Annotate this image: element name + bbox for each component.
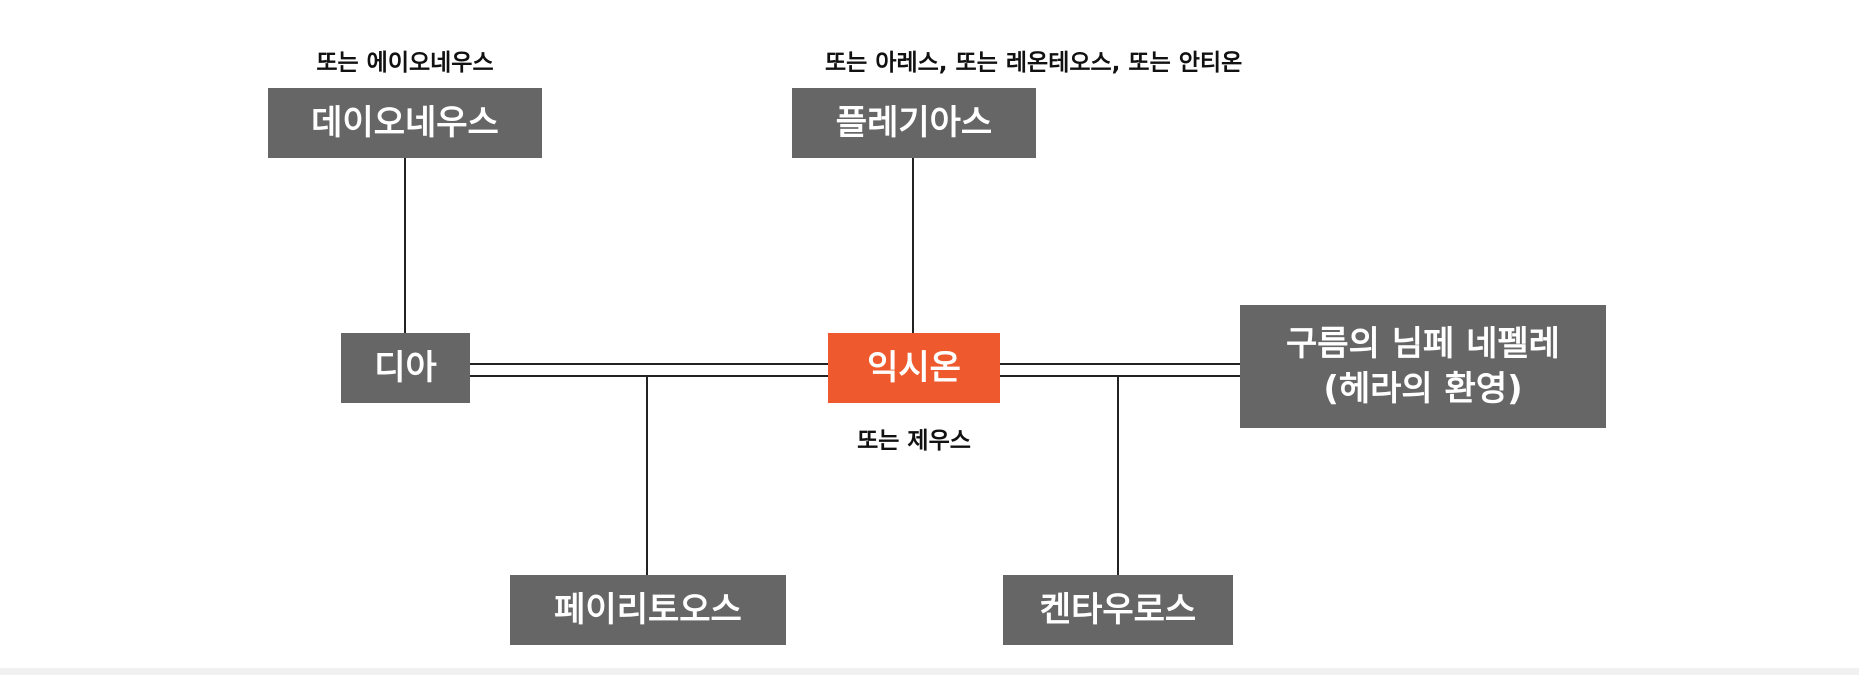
node-nephele-label-line1: 구름의 님페 네펠레 [1286,324,1560,365]
node-peirithous-label: 페이리토오스 [554,589,742,630]
node-deioneus-label: 데이오네우스 [311,102,499,143]
node-centauros: 켄타우로스 [1003,575,1233,645]
node-deioneus: 데이오네우스 [268,88,542,158]
node-phlegyas-label: 플레기아스 [835,102,993,143]
node-dia-label: 디아 [374,347,437,388]
alias-ixion: 또는 제우스 [857,428,971,454]
bottom-border-strip [0,668,1859,675]
node-ixion: 익시온 [828,333,1000,403]
node-phlegyas: 플레기아스 [792,88,1036,158]
node-centauros-label: 켄타우로스 [1039,589,1197,630]
node-peirithous: 페이리토오스 [510,575,786,645]
alias-phlegyas: 또는 아레스, 또는 레온테오스, 또는 안티온 [825,50,1243,76]
node-nephele: 구름의 님페 네펠레 (헤라의 환영) [1240,305,1606,428]
alias-deioneus: 또는 에이오네우스 [316,50,494,76]
node-ixion-label: 익시온 [867,347,961,388]
node-dia: 디아 [341,333,470,403]
node-nephele-label-line2: (헤라의 환영) [1323,368,1523,409]
